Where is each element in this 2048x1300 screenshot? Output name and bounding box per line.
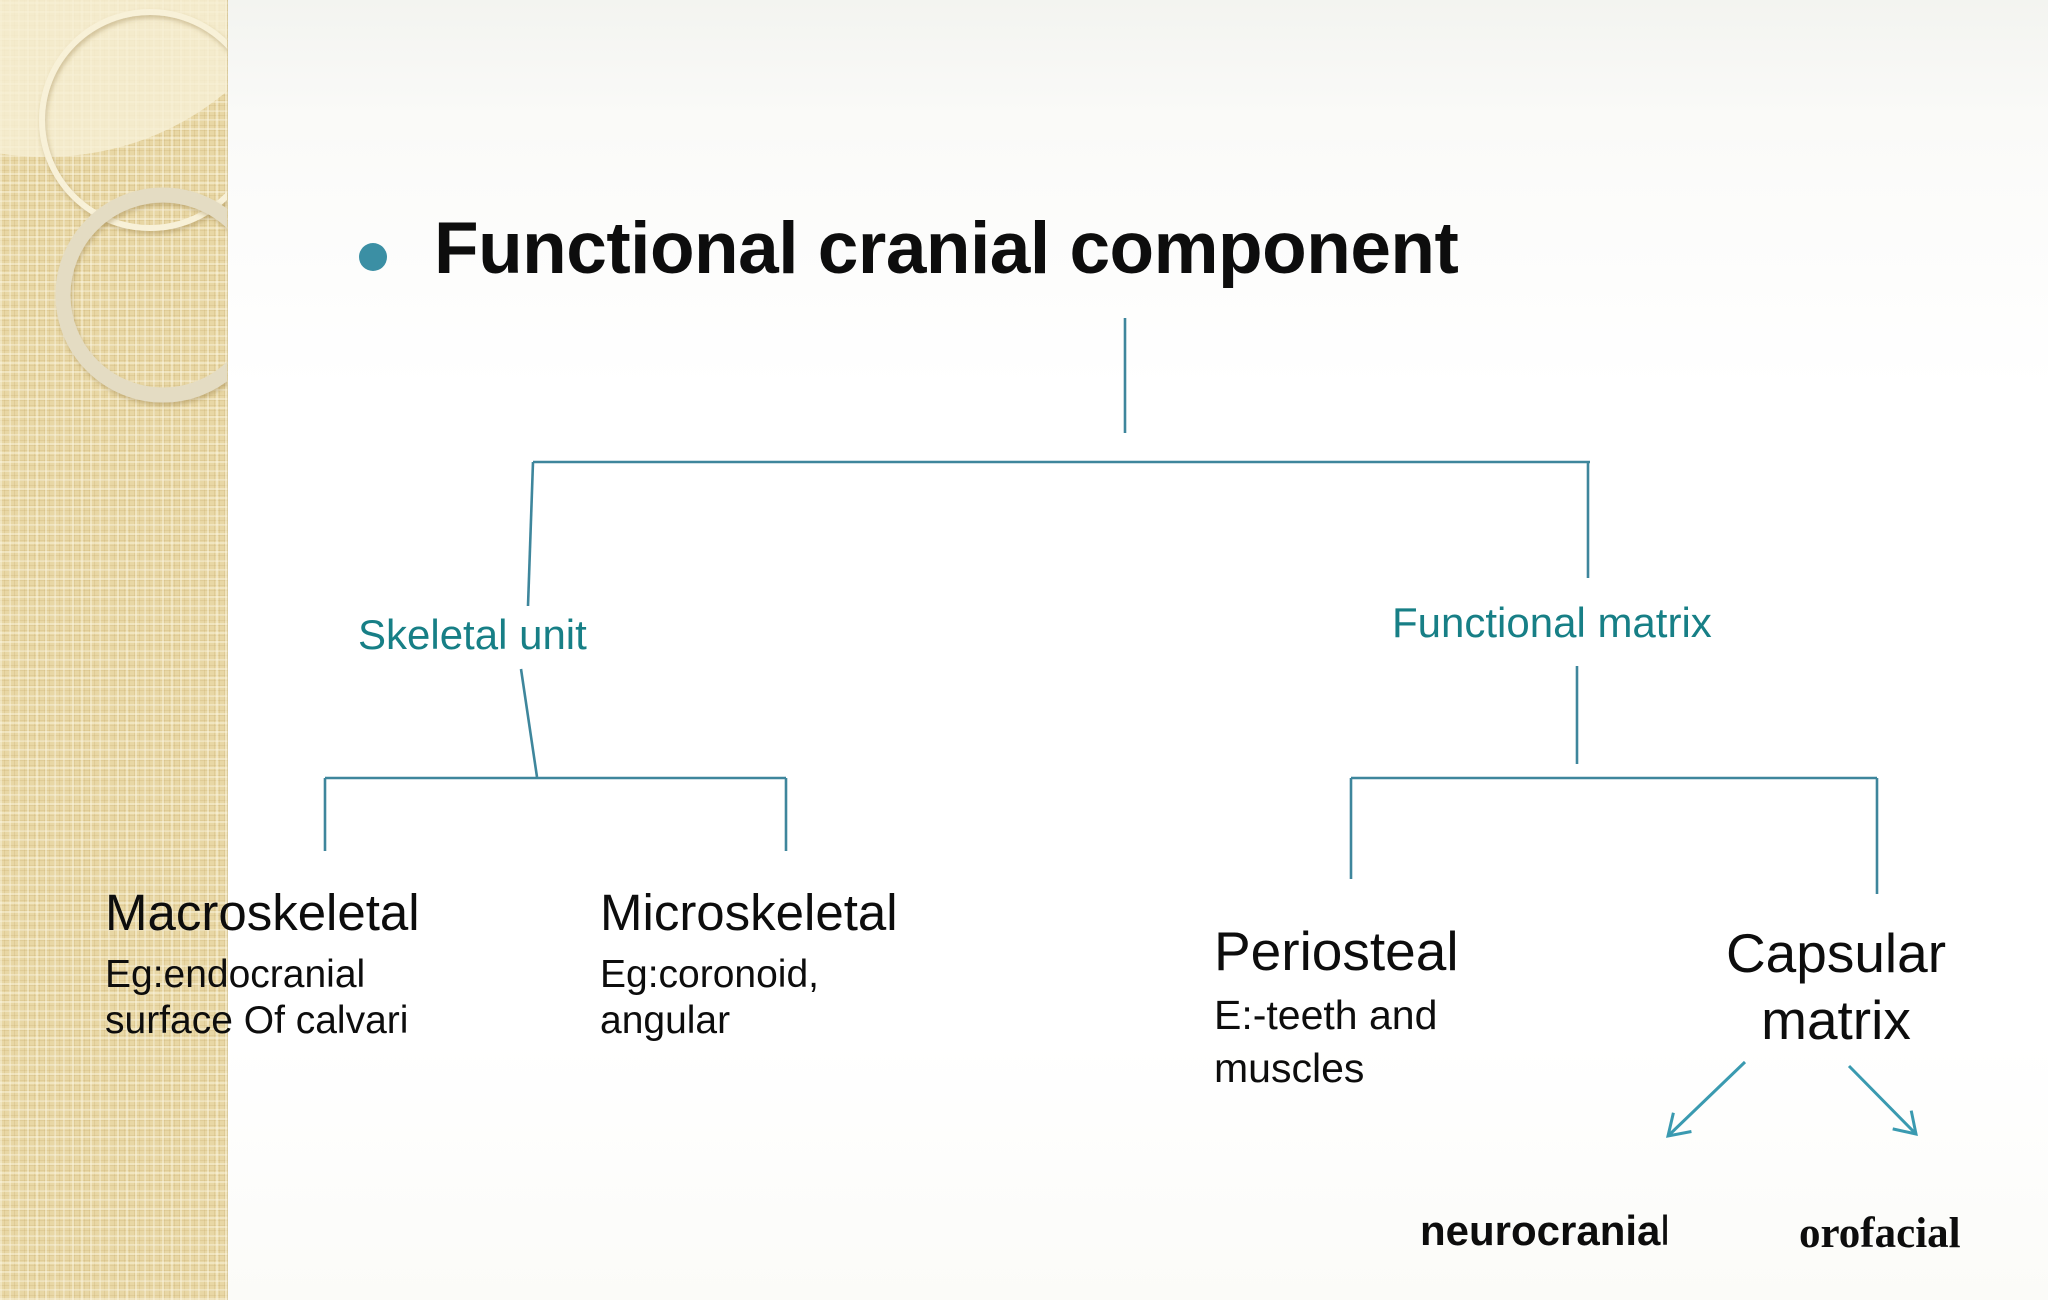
node-microskeletal-desc-line2: angular	[600, 999, 731, 1043]
label-neurocranial: neurocranial	[1420, 1210, 1670, 1252]
node-macroskeletal-desc-line2: surface Of calvari	[105, 999, 409, 1043]
node-periosteal: Periosteal E:-teeth and muscles	[1214, 920, 1459, 1094]
node-functional-matrix: Functional matrix	[1392, 599, 1712, 646]
connector-skeletal-slant	[519, 668, 539, 778]
label-orofacial: orofacial	[1799, 1210, 1961, 1257]
node-microskeletal-desc-line1: Eg:coronoid,	[600, 952, 819, 996]
node-periosteal-desc-line1: E:-teeth and	[1214, 992, 1438, 1039]
arrow-to-neurocranial	[1666, 1060, 1747, 1138]
node-macroskeletal-desc-line1: Eg:endocranial	[105, 952, 366, 996]
label-neurocranial-regular-part: l	[1660, 1207, 1670, 1254]
node-microskeletal: Microskeletal Eg:coronoid, angular	[600, 884, 898, 1045]
node-capsular-matrix: Capsular matrix	[1690, 920, 1982, 1054]
node-periosteal-desc: E:-teeth and muscles	[1214, 989, 1459, 1094]
node-periosteal-desc-line2: muscles	[1214, 1044, 1365, 1091]
node-macroskeletal-title: Macroskeletal	[105, 884, 420, 941]
sidebar-thick-ring-icon	[55, 187, 227, 403]
node-periosteal-title: Periosteal	[1214, 920, 1459, 982]
sidebar-thin-ring-icon	[39, 9, 227, 231]
arrow-to-orofacial	[1847, 1064, 1918, 1136]
label-neurocranial-bold-part: neurocrania	[1420, 1207, 1661, 1254]
node-capsular-title-line2: matrix	[1761, 989, 1911, 1052]
title-bullet-icon	[359, 243, 387, 271]
node-skeletal-unit: Skeletal unit	[358, 611, 587, 658]
connector-level1-left-drop	[526, 461, 535, 607]
slide-title: Functional cranial component	[434, 208, 1459, 289]
node-microskeletal-desc: Eg:coronoid, angular	[600, 952, 898, 1046]
node-macroskeletal-desc: Eg:endocranial surface Of calvari	[105, 952, 420, 1046]
sidebar-ornaments	[0, 0, 227, 403]
node-macroskeletal: Macroskeletal Eg:endocranial surface Of …	[105, 884, 420, 1045]
sidebar-decoration	[0, 0, 228, 1300]
sidebar-light-wash	[0, 0, 227, 157]
node-capsular-title-line1: Capsular	[1725, 922, 1947, 984]
node-microskeletal-title: Microskeletal	[600, 884, 898, 941]
